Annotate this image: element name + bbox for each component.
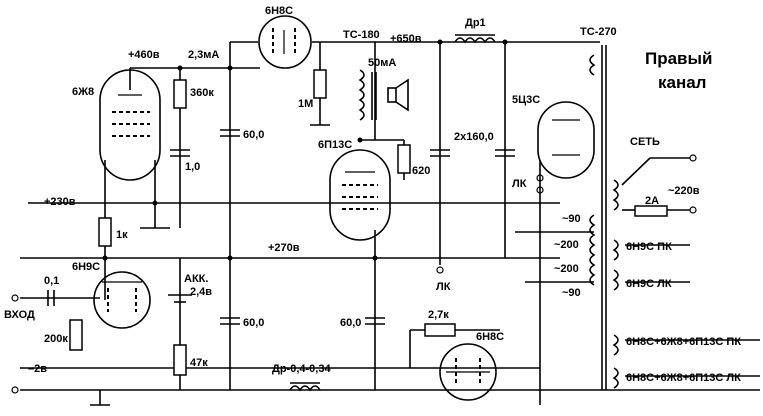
tube-6n8s-bottom <box>439 343 497 401</box>
label-1m: 1М <box>298 98 313 110</box>
label-2x160: 2х160,0 <box>454 131 494 143</box>
title-line1: Правый <box>645 49 712 68</box>
junction-dots <box>102 39 508 261</box>
label-6zh8: 6Ж8 <box>72 86 94 98</box>
label-5c3s: 5Ц3С <box>512 94 540 106</box>
label-230v: +230в <box>44 196 76 208</box>
tube-labels: 6Ж8 6Н8С 6П13С 5Ц3С 6Н9С 6Н8С <box>72 5 540 343</box>
label-50ma: 50мА <box>368 57 396 69</box>
tube-5c3s <box>537 101 595 179</box>
label-2-3ma: 2,3мА <box>188 49 219 61</box>
winding-labels: ~90 ~200 ~200 ~90 <box>554 213 581 299</box>
voltage-labels: +460в +650в +230в +270в –2в ~220в <box>28 33 700 375</box>
label-1-0: 1,0 <box>185 161 200 173</box>
label-650v: +650в <box>390 33 422 45</box>
label-6n8s-bottom: 6Н8С <box>476 331 504 343</box>
tube-6n9s <box>93 271 151 329</box>
label-60-mid: 60,0 <box>243 317 264 329</box>
label-ts270: ТС-270 <box>580 26 617 38</box>
label-60-bot: 60,0 <box>340 317 361 329</box>
power-transformer <box>515 45 760 390</box>
label-heater-4: 6Н8С+6Ж8+6П13С ЛК <box>626 372 741 384</box>
label-dr-filter: Др-0,4-0,34 <box>272 363 331 375</box>
label-ts180: ТС-180 <box>343 29 380 41</box>
misc-labels: ЛК ЛК ВХОД СЕТЬ <box>4 136 660 321</box>
label-lk-2: ЛК <box>436 281 451 293</box>
label-winding-200b: ~200 <box>554 263 579 275</box>
component-labels: 360к 1,0 60,0 60,0 60,0 1М 620 2х160,0 1… <box>44 87 659 369</box>
supply-wiring <box>20 41 760 405</box>
capacitors <box>47 129 515 325</box>
label-6n8s-top: 6Н8С <box>265 5 293 17</box>
title-line2: канал <box>658 73 707 92</box>
tube-6p13s <box>329 149 391 241</box>
title-block: Правый канал <box>645 49 712 92</box>
label-1k: 1к <box>116 229 128 241</box>
label-6p13s: 6П13С <box>318 139 352 151</box>
label-winding-90b: ~90 <box>562 287 581 299</box>
label-heater-1: 6Н9С ПК <box>626 241 672 253</box>
label-winding-200a: ~200 <box>554 239 579 251</box>
label-heater-3: 6Н8С+6Ж8+6П13С ПК <box>626 336 741 348</box>
resistors <box>69 69 668 376</box>
battery <box>168 294 192 303</box>
label-6n9s: 6Н9С <box>72 261 100 273</box>
label-winding-90a: ~90 <box>562 213 581 225</box>
label-lk-1: ЛК <box>512 178 527 190</box>
ground-symbols <box>90 124 330 406</box>
label-0-1: 0,1 <box>44 275 59 287</box>
label-input: ВХОД <box>4 309 35 321</box>
label-270v: +270в <box>268 242 300 254</box>
tube-6n8s-top <box>258 15 312 69</box>
terminals <box>11 154 697 394</box>
heater-labels: 6Н9С ПК 6Н9С ЛК 6Н8С+6Ж8+6П13С ПК 6Н8С+6… <box>626 241 741 384</box>
label-47k: 47к <box>190 357 208 369</box>
label-mains: СЕТЬ <box>630 136 660 148</box>
current-labels: 2,3мА 50мА <box>188 49 396 69</box>
output-transformer <box>358 69 409 121</box>
label-220v: ~220в <box>668 185 700 197</box>
label-2-7k: 2,7к <box>428 309 449 321</box>
label-dr1: Др1 <box>465 17 486 29</box>
label-360k: 360к <box>190 87 214 99</box>
label-200k: 200к <box>44 333 68 345</box>
label-akk: АКК. <box>184 273 208 285</box>
transformer-labels: ТС-180 ТС-270 Др1 Др-0,4-0,34 <box>272 17 617 375</box>
label-bias: –2в <box>28 363 47 375</box>
tube-6zh8 <box>99 69 161 181</box>
chokes <box>289 34 496 392</box>
label-60-top: 60,0 <box>243 129 264 141</box>
label-460v: +460в <box>128 49 160 61</box>
label-akk-voltage: 2,4в <box>190 286 212 298</box>
label-fuse: 2А <box>645 195 659 207</box>
label-heater-2: 6Н9С ЛК <box>626 278 672 290</box>
label-620: 620 <box>412 165 430 177</box>
